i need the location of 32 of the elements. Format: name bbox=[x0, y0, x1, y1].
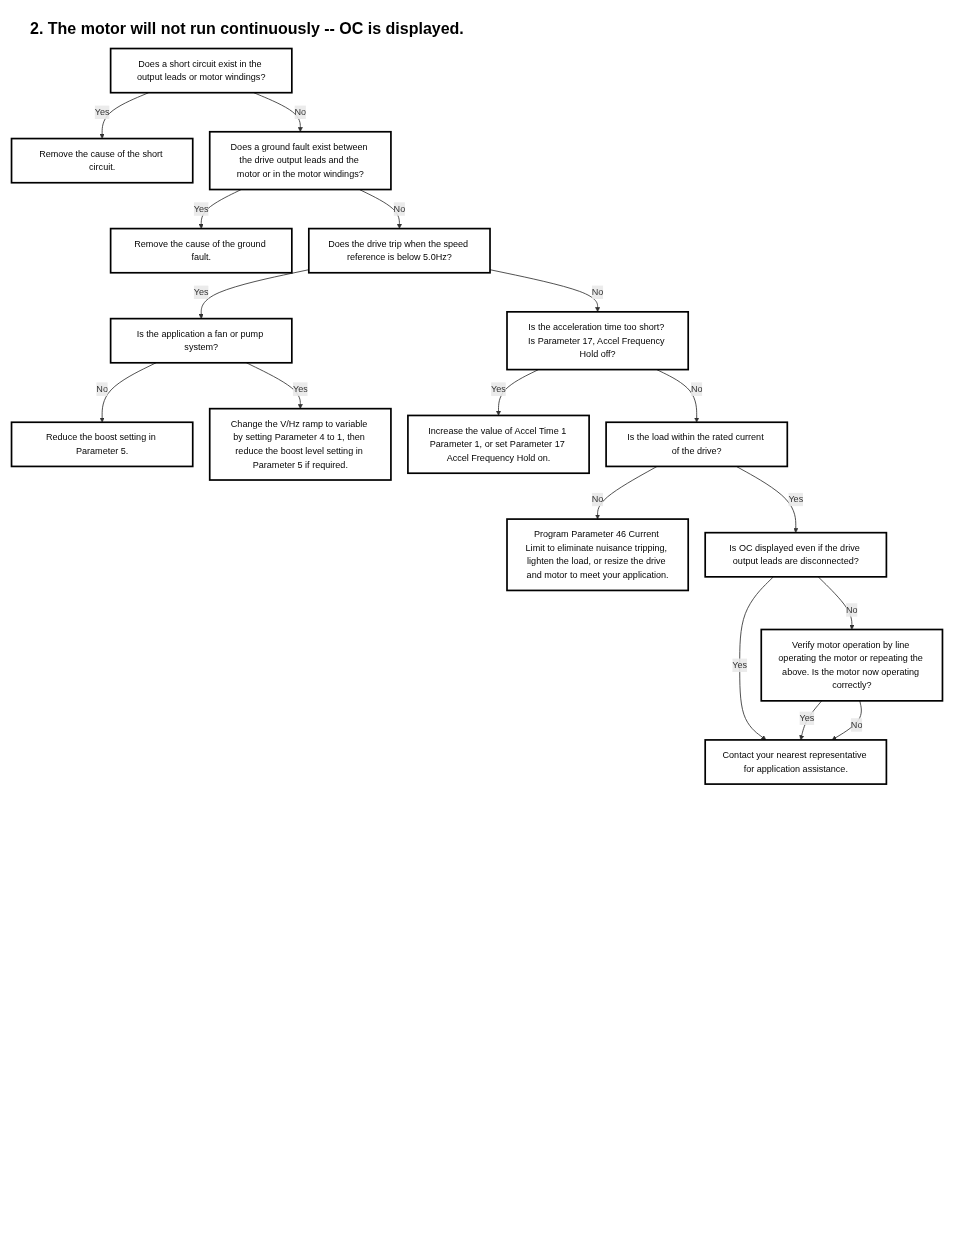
edge-label: No bbox=[846, 604, 858, 615]
node-box: Increase the value of Accel Time 1 Parameter 1, or set Parameter 17 Accel Frequency Hold on. bbox=[407, 414, 590, 475]
node-box: Is OC displayed even if the drive output leads are disconnected? bbox=[704, 531, 888, 578]
diagram-title: 2. The motor will not run continuously -- OC is displayed. bbox=[30, 20, 465, 38]
edge-label: No bbox=[393, 203, 406, 214]
edge-label: Yes bbox=[94, 107, 110, 117]
edge-label: Yes bbox=[292, 384, 308, 394]
node-box: Change the V/Hz ramp to variable by setting Parameter 4 to 1, then reduce the boost level setting in Parameter 5 if required. bbox=[208, 407, 392, 481]
edge-label: No bbox=[850, 719, 863, 730]
node-box: Does a ground fault exist between the drive output leads and the motor or in the motor windings? bbox=[208, 130, 392, 191]
edge-label: Yes bbox=[193, 203, 209, 214]
node-box: Reduce the boost setting in Parameter 5. bbox=[10, 421, 194, 468]
edge-label: Yes bbox=[788, 494, 804, 505]
edge-label: No bbox=[294, 107, 307, 117]
edge-label: No bbox=[96, 384, 108, 394]
edge-label: No bbox=[690, 384, 703, 394]
node-box: Verify motor operation by line operating the motor or repeating the above. Is the motor now operating correctly? bbox=[760, 628, 944, 702]
node-box: Program Parameter 46 Current Limit to eliminate nuisance tripping, lighten the load, or resize the drive and motor to meet your application. bbox=[506, 518, 690, 592]
node-box: Remove the cause of the short circuit. bbox=[10, 137, 194, 184]
edge-label: Yes bbox=[193, 287, 209, 297]
edge-label: No bbox=[591, 287, 604, 297]
node-box: Is the application a fan or pump system? bbox=[109, 317, 293, 364]
node-box: Is the load within the rated current of the drive? bbox=[605, 421, 789, 468]
node-box: Is the acceleration time too short? Is Parameter 17, Accel Frequency Hold off? bbox=[506, 311, 690, 371]
edge-label: No bbox=[591, 494, 604, 505]
edge-label: Yes bbox=[732, 660, 748, 670]
node-box: Remove the cause of the ground fault. bbox=[109, 227, 293, 274]
node-box: Does a short circuit exist in the output leads or motor windings? bbox=[109, 47, 293, 94]
node-box: Contact your nearest representative for application assistance. bbox=[704, 739, 888, 785]
edge-label: Yes bbox=[491, 384, 506, 394]
node-box: Does the drive trip when the speed reference is below 5.0Hz? bbox=[307, 227, 491, 274]
edge-label: Yes bbox=[799, 713, 815, 723]
